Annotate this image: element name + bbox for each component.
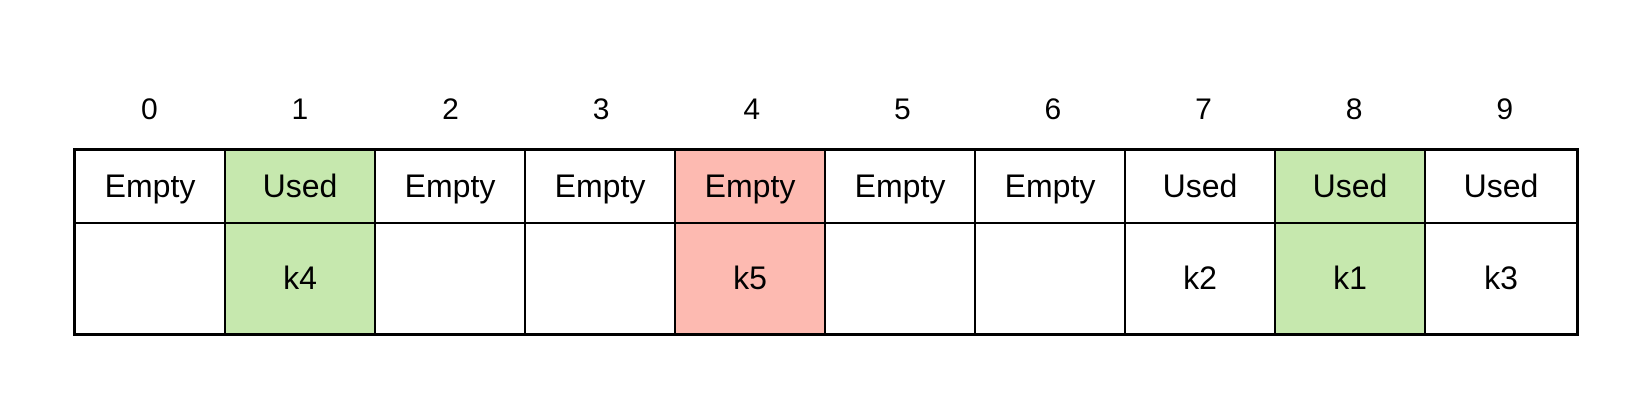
slot-key-cell: k1 <box>1276 224 1426 333</box>
slot-index-label: 1 <box>291 93 309 126</box>
slot-index-label: 5 <box>893 93 911 126</box>
slot-status-cell: Used <box>1126 151 1276 224</box>
slot-key-cell <box>976 224 1126 333</box>
slot-index-label: 2 <box>442 93 459 126</box>
slot-index-label: 8 <box>1345 93 1363 126</box>
slot-key-cell: k4 <box>226 224 376 333</box>
slot-key-cell <box>376 224 526 333</box>
slot-status-cell: Empty <box>676 151 826 224</box>
slot-key-cell: k2 <box>1126 224 1276 333</box>
slot-status-cell: Used <box>1276 151 1426 224</box>
slot-index-label: 9 <box>1496 93 1514 126</box>
slot-status-cell: Empty <box>826 151 976 224</box>
slot-status-cell: Empty <box>526 151 676 224</box>
slot-key-cell <box>526 224 676 333</box>
slot-key-cell: k3 <box>1426 224 1576 333</box>
slot-status-cell: Used <box>226 151 376 224</box>
slot-index-label: 7 <box>1195 93 1212 126</box>
slot-status-cell: Empty <box>376 151 526 224</box>
slot-key-cell: k5 <box>676 224 826 333</box>
slot-index-row: 0 1 2 3 4 5 6 7 8 9 <box>74 85 1580 135</box>
slot-index-label: 3 <box>592 93 610 126</box>
slot-status-cell: Used <box>1426 151 1576 224</box>
slot-key-cell <box>826 224 976 333</box>
slot-index-label: 6 <box>1044 93 1062 126</box>
slot-status-cell: Empty <box>976 151 1126 224</box>
slot-index-label: 4 <box>743 93 761 126</box>
slot-index-label: 0 <box>140 93 158 126</box>
slot-key-cell <box>76 224 226 333</box>
slot-status-cell: Empty <box>76 151 226 224</box>
